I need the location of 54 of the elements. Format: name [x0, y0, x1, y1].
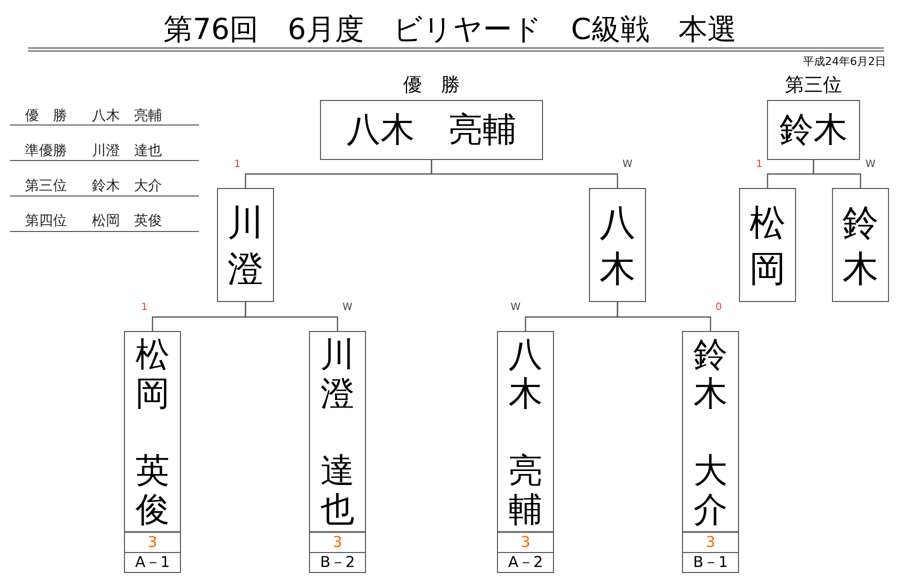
player-name: 大介 — [693, 452, 728, 530]
seed-cell: B－1 — [683, 552, 738, 572]
place-heading: 優 勝 — [402, 73, 461, 97]
score-cell: 3 — [310, 531, 365, 552]
bracket-line — [430, 160, 618, 188]
player-text: 川澄 達也 — [92, 142, 162, 160]
score-cell: 3 — [683, 531, 738, 552]
rank-text: 準優勝 — [25, 142, 67, 160]
rank-text: 第三位 — [25, 177, 67, 195]
bracket-line — [244, 302, 338, 331]
player-name: 鈴木 — [693, 336, 728, 414]
entry-box — [682, 331, 739, 573]
player-name: 八木 — [599, 202, 636, 292]
player-name: 松岡 — [749, 202, 786, 292]
player-box — [217, 188, 274, 302]
score-mark: W — [622, 159, 632, 170]
player-name: 達也 — [320, 452, 355, 530]
entry-box — [497, 331, 554, 573]
player-name: 八木 — [508, 336, 543, 414]
score-mark: 0 — [716, 302, 722, 313]
score-cell: 3 — [498, 531, 553, 552]
player-box — [832, 188, 889, 302]
player-name: 八木 亮輔 — [346, 109, 518, 151]
score-cell: 3 — [125, 531, 180, 552]
entry-box — [124, 331, 181, 573]
player-name: 川澄 — [227, 202, 264, 292]
player-name: 松岡 — [135, 336, 170, 414]
score-mark: W — [510, 302, 520, 313]
score-mark: 1 — [234, 159, 240, 170]
player-box — [589, 188, 646, 302]
player-name: 亮輔 — [508, 452, 543, 530]
bracket-line — [616, 302, 712, 331]
player-text: 八木 亮輔 — [92, 107, 162, 125]
player-text: 松岡 英俊 — [92, 212, 162, 230]
seed-cell: B－2 — [310, 552, 365, 572]
player-name: 英俊 — [135, 452, 170, 530]
title: 第76回 6月度 ビリヤード C級戦 本選 — [162, 11, 738, 48]
rank-text: 第四位 — [25, 212, 67, 230]
score-mark: W — [866, 159, 876, 170]
player-box — [739, 188, 796, 302]
seed-cell: A－1 — [125, 552, 180, 572]
bracket-line — [812, 160, 862, 188]
date-text: 平成24年6月2日 — [803, 54, 886, 69]
entry-box — [309, 331, 366, 573]
player-text: 鈴木 大介 — [92, 177, 162, 195]
score-mark: W — [342, 302, 352, 313]
player-name: 川澄 — [320, 336, 355, 414]
score-mark: 1 — [756, 159, 762, 170]
place-heading: 第三位 — [784, 73, 843, 97]
score-mark: 1 — [141, 302, 148, 313]
player-name: 鈴木 — [842, 202, 879, 292]
seed-cell: A－2 — [498, 552, 553, 572]
rank-text: 優 勝 — [25, 107, 67, 125]
player-name: 鈴木 — [778, 109, 848, 151]
